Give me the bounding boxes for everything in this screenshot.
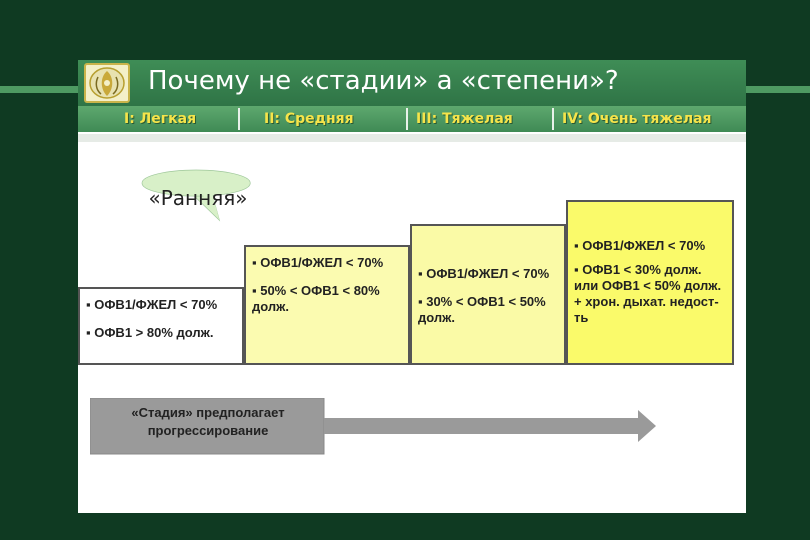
stage-separator — [238, 108, 240, 130]
criterion-item: или ОФВ1 < 50% долж. + хрон. дыхат. недо… — [574, 278, 722, 325]
criterion-item: ▪ ОФВ1 > 80% долж. — [86, 325, 214, 340]
criterion-item: ▪ ОФВ1/ФЖЕЛ < 70% — [252, 255, 384, 270]
stage-label-mild: I: Легкая — [124, 111, 197, 127]
slide-title: Почему не «стадии» а «степени»? — [148, 66, 619, 96]
stage-box-moderate: ▪ ОФВ1/ФЖЕЛ < 70% ▪ 50% < ОФВ1 < 80% дол… — [244, 245, 410, 365]
progression-arrow-icon — [90, 398, 656, 455]
stage-label-moderate: II: Средняя — [264, 111, 354, 127]
speech-bubble-icon — [141, 169, 251, 222]
stage-separator — [552, 108, 554, 130]
stage-box-very-severe: ▪ ОФВ1/ФЖЕЛ < 70% ▪ ОФВ1 < 30% долж. или… — [566, 200, 734, 365]
criterion-item: ▪ ОФВ1/ФЖЕЛ < 70% — [574, 238, 706, 253]
criterion-item: ▪ ОФВ1/ФЖЕЛ < 70% — [86, 297, 218, 312]
stage-box-mild: ▪ ОФВ1/ФЖЕЛ < 70% ▪ ОФВ1 > 80% долж. — [78, 287, 244, 365]
criterion-item: ▪ 50% < ОФВ1 < 80% долж. — [252, 283, 380, 314]
stage-separator — [406, 108, 408, 130]
criterion-item: ▪ 30% < ОФВ1 < 50% долж. — [418, 294, 546, 325]
criterion-item: ▪ ОФВ1 < 30% долж. — [574, 262, 702, 277]
stage-label-very-severe: IV: Очень тяжелая — [562, 111, 712, 127]
stage-label-severe: III: Тяжелая — [416, 111, 513, 127]
arrow-caption-line: «Стадия» предполагает — [131, 405, 285, 420]
stage-bar: I: Легкая II: Средняя III: Тяжелая IV: О… — [78, 106, 746, 134]
slide-header: Почему не «стадии» а «степени»? — [78, 60, 746, 106]
decorative-line-right — [740, 86, 810, 93]
bubble-label: «Ранняя» — [148, 186, 248, 210]
header-shadow-band — [78, 134, 746, 142]
emblem-logo-icon — [84, 63, 130, 103]
arrow-caption-line: прогрессирование — [147, 423, 269, 438]
arrow-caption: «Стадия» предполагает прогрессирование — [94, 404, 322, 440]
slide: Почему не «стадии» а «степени»? I: Легка… — [78, 60, 746, 513]
stage-box-severe: ▪ ОФВ1/ФЖЕЛ < 70% ▪ 30% < ОФВ1 < 50% дол… — [410, 224, 566, 365]
criterion-item: ▪ ОФВ1/ФЖЕЛ < 70% — [418, 266, 550, 281]
decorative-line-left — [0, 86, 82, 93]
